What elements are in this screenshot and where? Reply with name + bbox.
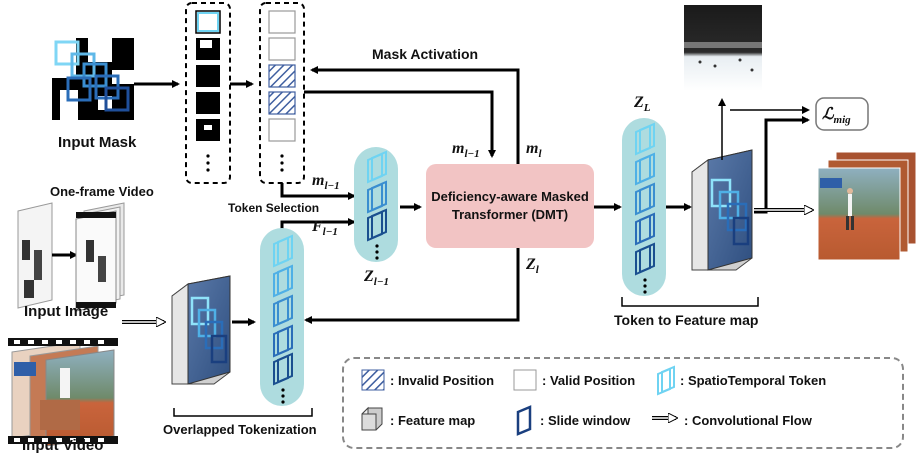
legend-feature-map: : Feature map	[390, 413, 476, 428]
input-video-strip	[8, 338, 118, 447]
spatiotemporal-token-icon	[657, 365, 675, 396]
cube-icon	[361, 406, 383, 431]
slide-window-icon	[516, 405, 532, 436]
input-image-label: Input Image	[24, 303, 109, 320]
output-feature-map	[691, 149, 753, 271]
hatched-square-icon	[361, 369, 385, 391]
legend-icons	[361, 365, 676, 436]
output-video-stack	[817, 151, 917, 261]
f-prev-symbol: Fl−1	[312, 218, 338, 239]
m-prev-symbol: ml−1	[312, 172, 340, 193]
dmt-title-line2: Transformer (DMT)	[451, 207, 569, 222]
mask-patch-column	[185, 2, 231, 184]
legend-slide-window: : Slide window	[540, 413, 631, 428]
z-final-symbol: ZL	[634, 94, 651, 115]
z-cur-symbol: Zl	[526, 256, 539, 277]
m-prev-dmt-symbol: ml−1	[452, 140, 480, 161]
mask-activation-arrow	[310, 66, 520, 164]
input-image-stack	[17, 202, 53, 309]
validity-patches	[268, 10, 296, 172]
dmt-title-line1: Deficiency-aware Masked	[431, 189, 589, 204]
one-frame-video-stack	[75, 202, 125, 312]
input-video-label: Input Video	[22, 437, 104, 454]
legend-spatiotemporal-token: : SpatioTemporal Token	[680, 373, 827, 388]
feature-to-loss-arrow-2	[754, 116, 810, 214]
tokenization-bracket	[173, 408, 313, 417]
token-column-z-final	[622, 118, 666, 296]
dmt-block: Deficiency-aware Masked Transformer (DMT…	[426, 164, 594, 248]
legend-invalid-position: : Invalid Position	[390, 373, 495, 388]
mask-patches	[195, 10, 221, 172]
mask-activation-label: Mask Activation	[372, 46, 479, 62]
mask-prev-to-dmt-arrow	[304, 90, 496, 158]
output-rink-image	[684, 5, 762, 91]
legend-box	[342, 357, 904, 449]
input-mask-image	[52, 38, 134, 120]
legend-valid-position: : Valid Position	[542, 373, 636, 388]
token-column-z-prev	[354, 147, 398, 262]
token-column-input	[260, 228, 304, 406]
blank-square-icon	[513, 369, 537, 391]
one-frame-video-label: One-frame Video	[50, 184, 154, 199]
input-mask-label: Input Mask	[58, 134, 137, 151]
loss-mig-symbol: ℒmig	[822, 106, 851, 127]
z-prev-symbol: Zl−1	[364, 268, 390, 289]
m-cur-symbol: ml	[526, 140, 542, 161]
overlapped-tokenization-label: Overlapped Tokenization	[163, 422, 317, 437]
loss-box	[815, 97, 869, 131]
token-to-feature-bracket	[621, 297, 759, 307]
token-selection-label: Token Selection	[228, 201, 320, 215]
legend-convolutional-flow: : Convolutional Flow	[684, 413, 812, 428]
token-selection-arrow	[280, 183, 356, 200]
z-feedback-arrow	[304, 248, 520, 324]
input-feature-map	[171, 275, 231, 385]
token-to-feature-label: Token to Feature map	[614, 312, 759, 328]
